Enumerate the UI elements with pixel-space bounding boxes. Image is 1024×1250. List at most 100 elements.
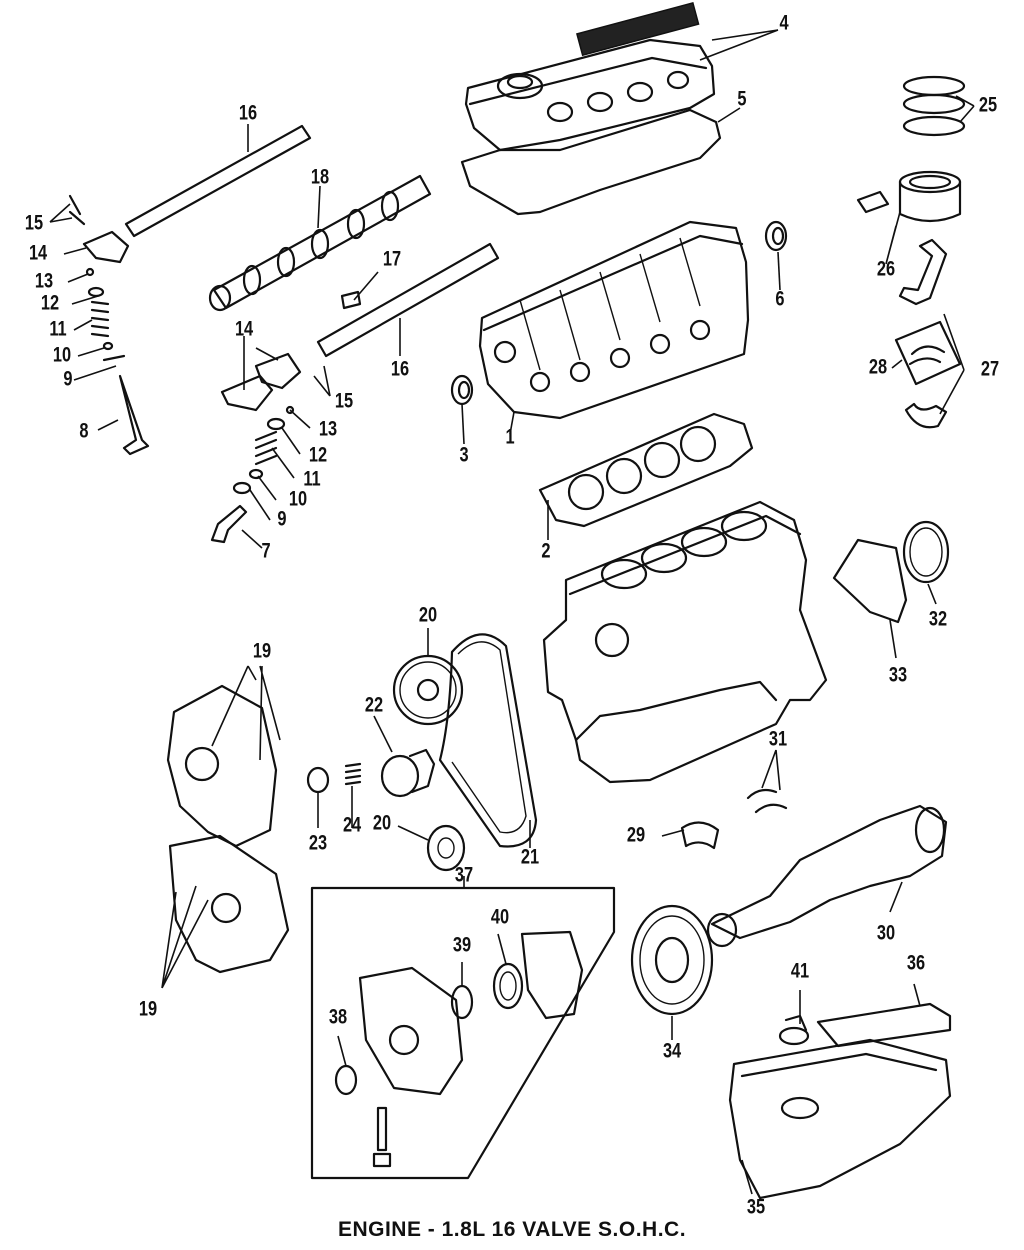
callout-10-lower: 10: [289, 487, 307, 510]
oil-pump-housing: [358, 966, 464, 1096]
callout-40: 40: [491, 905, 509, 928]
cylinder-head: [478, 220, 750, 420]
callout-21: 21: [521, 845, 539, 868]
timing-belt: [438, 633, 538, 848]
callout-14-lower: 14: [235, 317, 254, 340]
oil-pump-inner-gear: [450, 984, 474, 1020]
callout-6: 6: [775, 287, 784, 310]
callout-39: 39: [453, 933, 471, 956]
adjust-screw-upper: [68, 194, 86, 226]
callout-17: 17: [383, 247, 401, 270]
main-bearing-upper: [746, 788, 788, 814]
callout-24: 24: [343, 813, 362, 836]
belt-tensioner: [380, 748, 436, 798]
crankshaft: [706, 804, 948, 948]
spring-seat-upper: [102, 354, 126, 362]
valve-cover-gasket: [460, 108, 722, 216]
rocker-shaft-lower: [316, 242, 500, 358]
oil-seal: [334, 1064, 358, 1096]
callout-18: 18: [311, 165, 329, 188]
callout-14-upper: 14: [29, 241, 48, 264]
valve-seal-lower: [248, 468, 264, 480]
callout-10-upper: 10: [53, 343, 71, 366]
oil-strainer: [778, 1014, 810, 1046]
callout-15-lower: 15: [335, 389, 353, 412]
callout-13-upper: 13: [35, 269, 53, 292]
callout-30: 30: [877, 921, 895, 944]
leader-lines: [49, 29, 975, 1195]
spring-seat-lower: [232, 481, 252, 495]
spring-retainer-lower: [266, 417, 286, 431]
relief-valve-bolt: [372, 1106, 392, 1168]
crank-sprocket: [426, 824, 466, 872]
oil-pan-gasket: [816, 1002, 952, 1048]
callout-32: 32: [929, 607, 947, 630]
callout-2: 2: [541, 539, 550, 562]
callout-9-lower: 9: [277, 507, 286, 530]
rocker-shaft-upper: [124, 124, 312, 238]
intake-valve: [210, 504, 248, 544]
shaft-clip: [340, 290, 362, 310]
callout-19-upper: 19: [253, 639, 271, 662]
callout-22: 22: [365, 693, 383, 716]
camshaft: [208, 174, 432, 312]
callout-36: 36: [907, 951, 925, 974]
main-bearing-lower: [680, 821, 720, 850]
callout-37: 37: [455, 863, 473, 886]
valve-seal-upper: [102, 341, 114, 351]
callout-16-lower: 16: [391, 357, 409, 380]
callout-3: 3: [459, 443, 468, 466]
valve-spring-upper: [90, 300, 110, 338]
callout-4: 4: [780, 11, 790, 34]
rocker-arm-upper: [82, 230, 130, 264]
callout-11-lower: 11: [303, 467, 320, 490]
callout-20-upper: 20: [419, 603, 437, 626]
spring-retainer-upper: [87, 286, 105, 298]
engine-block: [542, 500, 828, 784]
valve-cover: [464, 1, 716, 152]
callout-13-lower: 13: [319, 417, 337, 440]
callout-7: 7: [261, 539, 270, 562]
rear-seal-housing: [832, 538, 908, 624]
callout-41: 41: [791, 959, 809, 982]
valve-keeper-upper: [85, 267, 95, 277]
callout-33: 33: [889, 663, 907, 686]
connecting-rod: [898, 238, 948, 306]
rear-main-seal: [902, 520, 950, 584]
timing-cover-upper: [166, 684, 278, 848]
callout-28: 28: [869, 355, 887, 378]
callout-34: 34: [663, 1039, 682, 1062]
tensioner-spacer: [306, 766, 330, 794]
rod-cap: [904, 402, 948, 429]
callout-15-upper: 15: [25, 211, 43, 234]
exhaust-valve: [118, 374, 150, 456]
callout-19-lower: 19: [139, 997, 157, 1020]
callout-26: 26: [877, 257, 895, 280]
piston-pin: [856, 190, 890, 214]
piston: [898, 170, 962, 223]
callout-1: 1: [505, 425, 514, 448]
callout-23: 23: [309, 831, 327, 854]
piston-rings: [902, 75, 966, 137]
callout-16-upper: 16: [239, 101, 257, 124]
head-gasket: [538, 412, 754, 528]
tensioner-spring: [344, 762, 362, 786]
callout-12-upper: 12: [41, 291, 59, 314]
timing-cover-lower: [168, 834, 290, 974]
cam-seal-right: [764, 220, 788, 252]
diagram-title: ENGINE - 1.8L 16 VALVE S.O.H.C.: [337, 1218, 687, 1241]
callout-27: 27: [981, 357, 999, 380]
oil-pump-outer-gear: [492, 962, 524, 1010]
oil-pump-box: [310, 886, 616, 1180]
callout-9-upper: 9: [63, 367, 72, 390]
callout-38: 38: [329, 1005, 347, 1028]
callout-25: 25: [979, 93, 997, 116]
callout-labels: 1 2 3 4 5 6 7 8 9 9 10 10 11 11 12 12 13…: [25, 11, 999, 1218]
valve-spring-lower: [254, 430, 278, 466]
callout-35: 35: [747, 1195, 765, 1218]
callout-31: 31: [769, 727, 787, 750]
callout-12-lower: 12: [309, 443, 327, 466]
callout-20-lower: 20: [373, 811, 391, 834]
oil-pan: [728, 1038, 952, 1200]
